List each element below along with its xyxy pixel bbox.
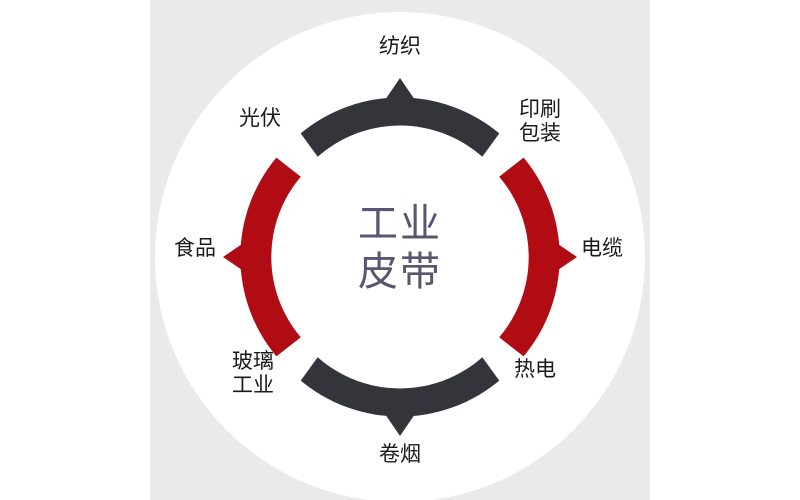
center-title-line1: 工业 [358, 201, 442, 247]
center-title-line2: 皮带 [358, 249, 442, 295]
top-arc-segment [300, 97, 500, 157]
right-arc-segment [499, 157, 560, 357]
label-top: 纺织 [379, 34, 421, 58]
label-lower-left: 玻璃 工业 [232, 349, 274, 397]
label-left: 食品 [174, 236, 216, 260]
top-arrow [385, 78, 415, 100]
label-upper-right: 印刷 包装 [519, 97, 561, 145]
bottom-arrow [385, 414, 415, 436]
right-arrow [555, 242, 577, 272]
label-bottom: 卷烟 [379, 442, 421, 466]
left-arrow [223, 242, 245, 272]
left-arc-segment [240, 157, 301, 357]
label-upper-left: 光伏 [239, 106, 281, 130]
bottom-arc-segment [300, 357, 500, 417]
label-right: 电缆 [581, 236, 623, 260]
label-lower-right: 热电 [514, 357, 556, 381]
outer-circle [155, 12, 645, 500]
center-title: 工业 皮带 [300, 200, 500, 296]
